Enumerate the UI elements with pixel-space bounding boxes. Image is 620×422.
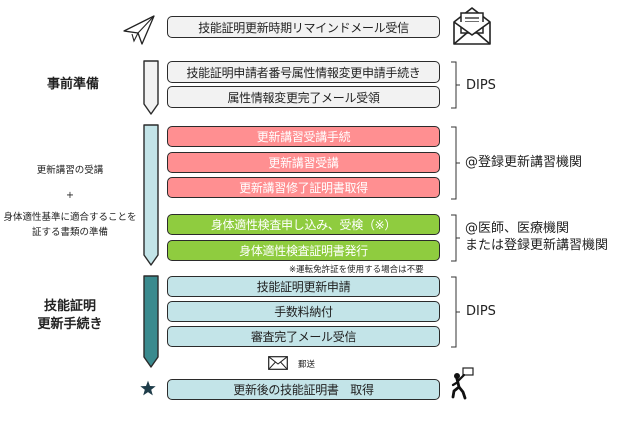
phase-label-renewal-line1: 技能証明 <box>43 299 96 314</box>
phase-arrow-renewal <box>143 275 159 368</box>
org-course-institution: @登録更新講習機関 <box>465 155 583 170</box>
bracket-prep <box>451 61 460 109</box>
org-exam-line1: @医師、医療機関 <box>465 221 570 236</box>
step-final-certificate: 更新後の技能証明書 取得 <box>167 379 440 400</box>
org-exam-institution: @医師、医療機関 または登録更新講習機関 <box>465 220 608 254</box>
phase-label-course-line3: 証する書類の準備 <box>31 227 108 238</box>
step-course-certificate: 更新講習修了証明書取得 <box>167 177 440 198</box>
phase-label-plus: + <box>66 190 74 201</box>
org-dips-renewal: DIPS <box>466 304 496 319</box>
open-envelope-icon <box>453 7 491 45</box>
step-attribute-change-complete-mail: 属性情報変更完了メール受領 <box>167 86 440 108</box>
bracket-course <box>451 126 460 200</box>
phase-label-renewal: 技能証明 更新手続き <box>20 298 120 334</box>
bracket-exam <box>451 214 460 262</box>
step-fee-payment: 手数料納付 <box>167 301 440 322</box>
license-note: ※運転免許証を使用する場合は不要 <box>289 265 424 275</box>
paper-plane-icon <box>123 15 155 45</box>
step-reminder-mail: 技能証明更新時期リマインドメール受信 <box>167 16 440 38</box>
phase-label-prep: 事前準備 <box>46 77 99 92</box>
phase-arrow-prep <box>143 60 159 115</box>
phase-arrow-course <box>143 124 159 266</box>
org-exam-line2: または登録更新講習機関 <box>465 238 609 253</box>
phase-label-renewal-line2: 更新手続き <box>37 317 103 332</box>
phase-label-course-line2: 身体適性基準に適合することを <box>3 212 137 223</box>
step-renewal-application: 技能証明更新申請 <box>167 276 440 297</box>
phase-label-course-line1: 更新講習の受講 <box>36 165 104 176</box>
step-review-complete-mail: 審査完了メール受信 <box>167 326 440 347</box>
envelope-icon <box>268 356 288 370</box>
bracket-renewal <box>451 276 460 348</box>
star-icon <box>140 380 156 396</box>
person-with-box-icon <box>451 367 474 400</box>
phase-label-course: 更新講習の受講 + 身体適性基準に適合することを 証する書類の準備 <box>0 163 140 240</box>
org-dips-prep: DIPS <box>466 78 496 93</box>
step-course-registration: 更新講習受講手続 <box>167 126 440 147</box>
step-physical-exam-application: 身体適性検査申し込み、受検（※） <box>167 214 440 235</box>
mail-label: 郵送 <box>298 360 316 370</box>
step-attribute-change-application: 技能証明申請者番号属性情報変更申請手続き <box>167 61 440 83</box>
step-physical-exam-certificate: 身体適性検査証明書発行 <box>167 240 440 261</box>
step-course-attendance: 更新講習受講 <box>167 152 440 173</box>
